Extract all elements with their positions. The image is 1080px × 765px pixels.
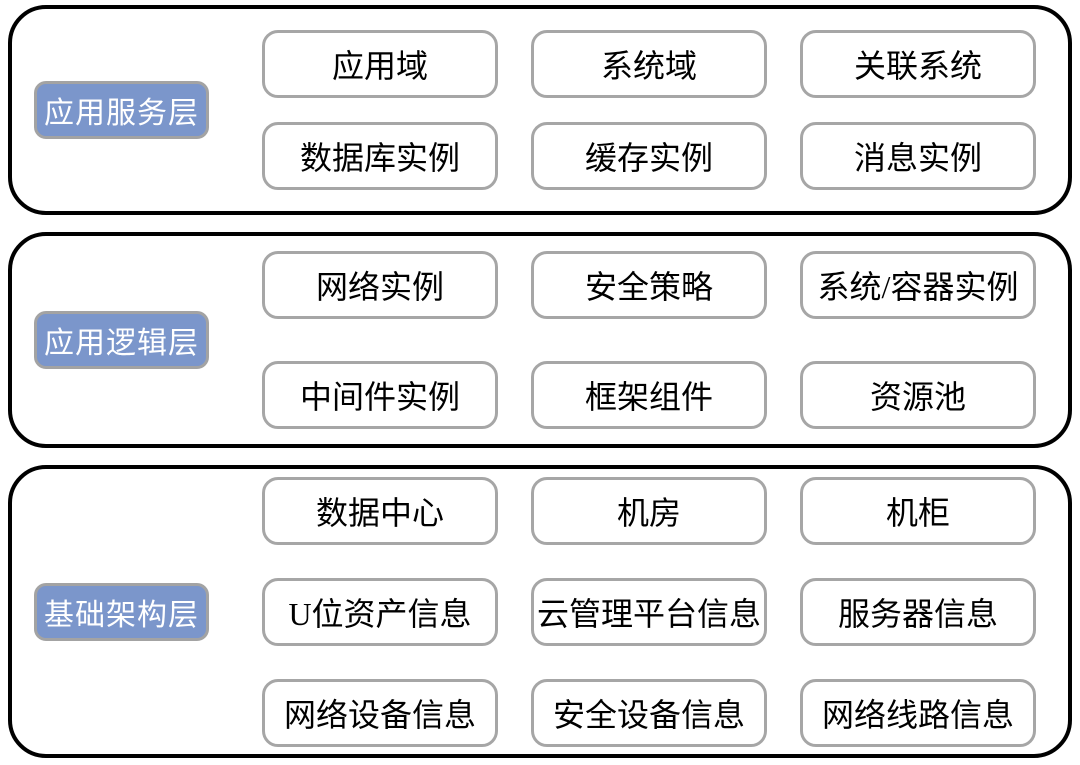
diagram-box: 网络设备信息 — [262, 678, 498, 747]
layer-label-column: 应用逻辑层 — [12, 236, 262, 444]
diagram-box: 安全设备信息 — [531, 678, 767, 747]
diagram-box: 机房 — [531, 476, 767, 545]
diagram-box: 缓存实例 — [531, 122, 767, 190]
diagram-box: 数据库实例 — [262, 122, 498, 190]
layer-section-0: 应用服务层 应用域系统域关联系统数据库实例缓存实例消息实例 — [8, 5, 1072, 215]
diagram-box: 系统/容器实例 — [800, 251, 1036, 319]
diagram-box: 安全策略 — [531, 251, 767, 319]
diagram-box: 服务器信息 — [800, 577, 1036, 646]
layer-label-column: 基础架构层 — [12, 469, 262, 754]
layer-label: 基础架构层 — [34, 582, 209, 641]
layer-label: 应用逻辑层 — [34, 311, 209, 369]
diagram-box: 资源池 — [800, 361, 1036, 429]
diagram-box: 云管理平台信息 — [531, 577, 767, 646]
layer-boxes-grid: 数据中心机房机柜 U位资产信息云管理平台信息服务器信息网络设备信息安全设备信息网络… — [262, 469, 1036, 754]
diagram-box: 数据中心 — [262, 476, 498, 545]
layer-boxes-grid: 网络实例安全策略系统/容器实例中间件实例框架组件资源池 — [262, 236, 1036, 444]
diagram-box: 应用域 — [262, 30, 498, 98]
diagram-box: 系统域 — [531, 30, 767, 98]
layer-boxes-grid: 应用域系统域关联系统数据库实例缓存实例消息实例 — [262, 9, 1036, 211]
diagram-box: 中间件实例 — [262, 361, 498, 429]
diagram-box: 网络线路信息 — [800, 678, 1036, 747]
diagram-box: 消息实例 — [800, 122, 1036, 190]
diagram-box: 网络实例 — [262, 251, 498, 319]
layer-section-1: 应用逻辑层 网络实例安全策略系统/容器实例中间件实例框架组件资源池 — [8, 232, 1072, 448]
diagram-box: 关联系统 — [800, 30, 1036, 98]
diagram-box: U位资产信息 — [262, 577, 498, 646]
diagram-box: 机柜 — [800, 476, 1036, 545]
layer-section-2: 基础架构层 数据中心机房机柜 U位资产信息云管理平台信息服务器信息网络设备信息安全… — [8, 465, 1072, 758]
layer-label-column: 应用服务层 — [12, 9, 262, 211]
diagram-box: 框架组件 — [531, 361, 767, 429]
layer-label: 应用服务层 — [34, 81, 209, 139]
